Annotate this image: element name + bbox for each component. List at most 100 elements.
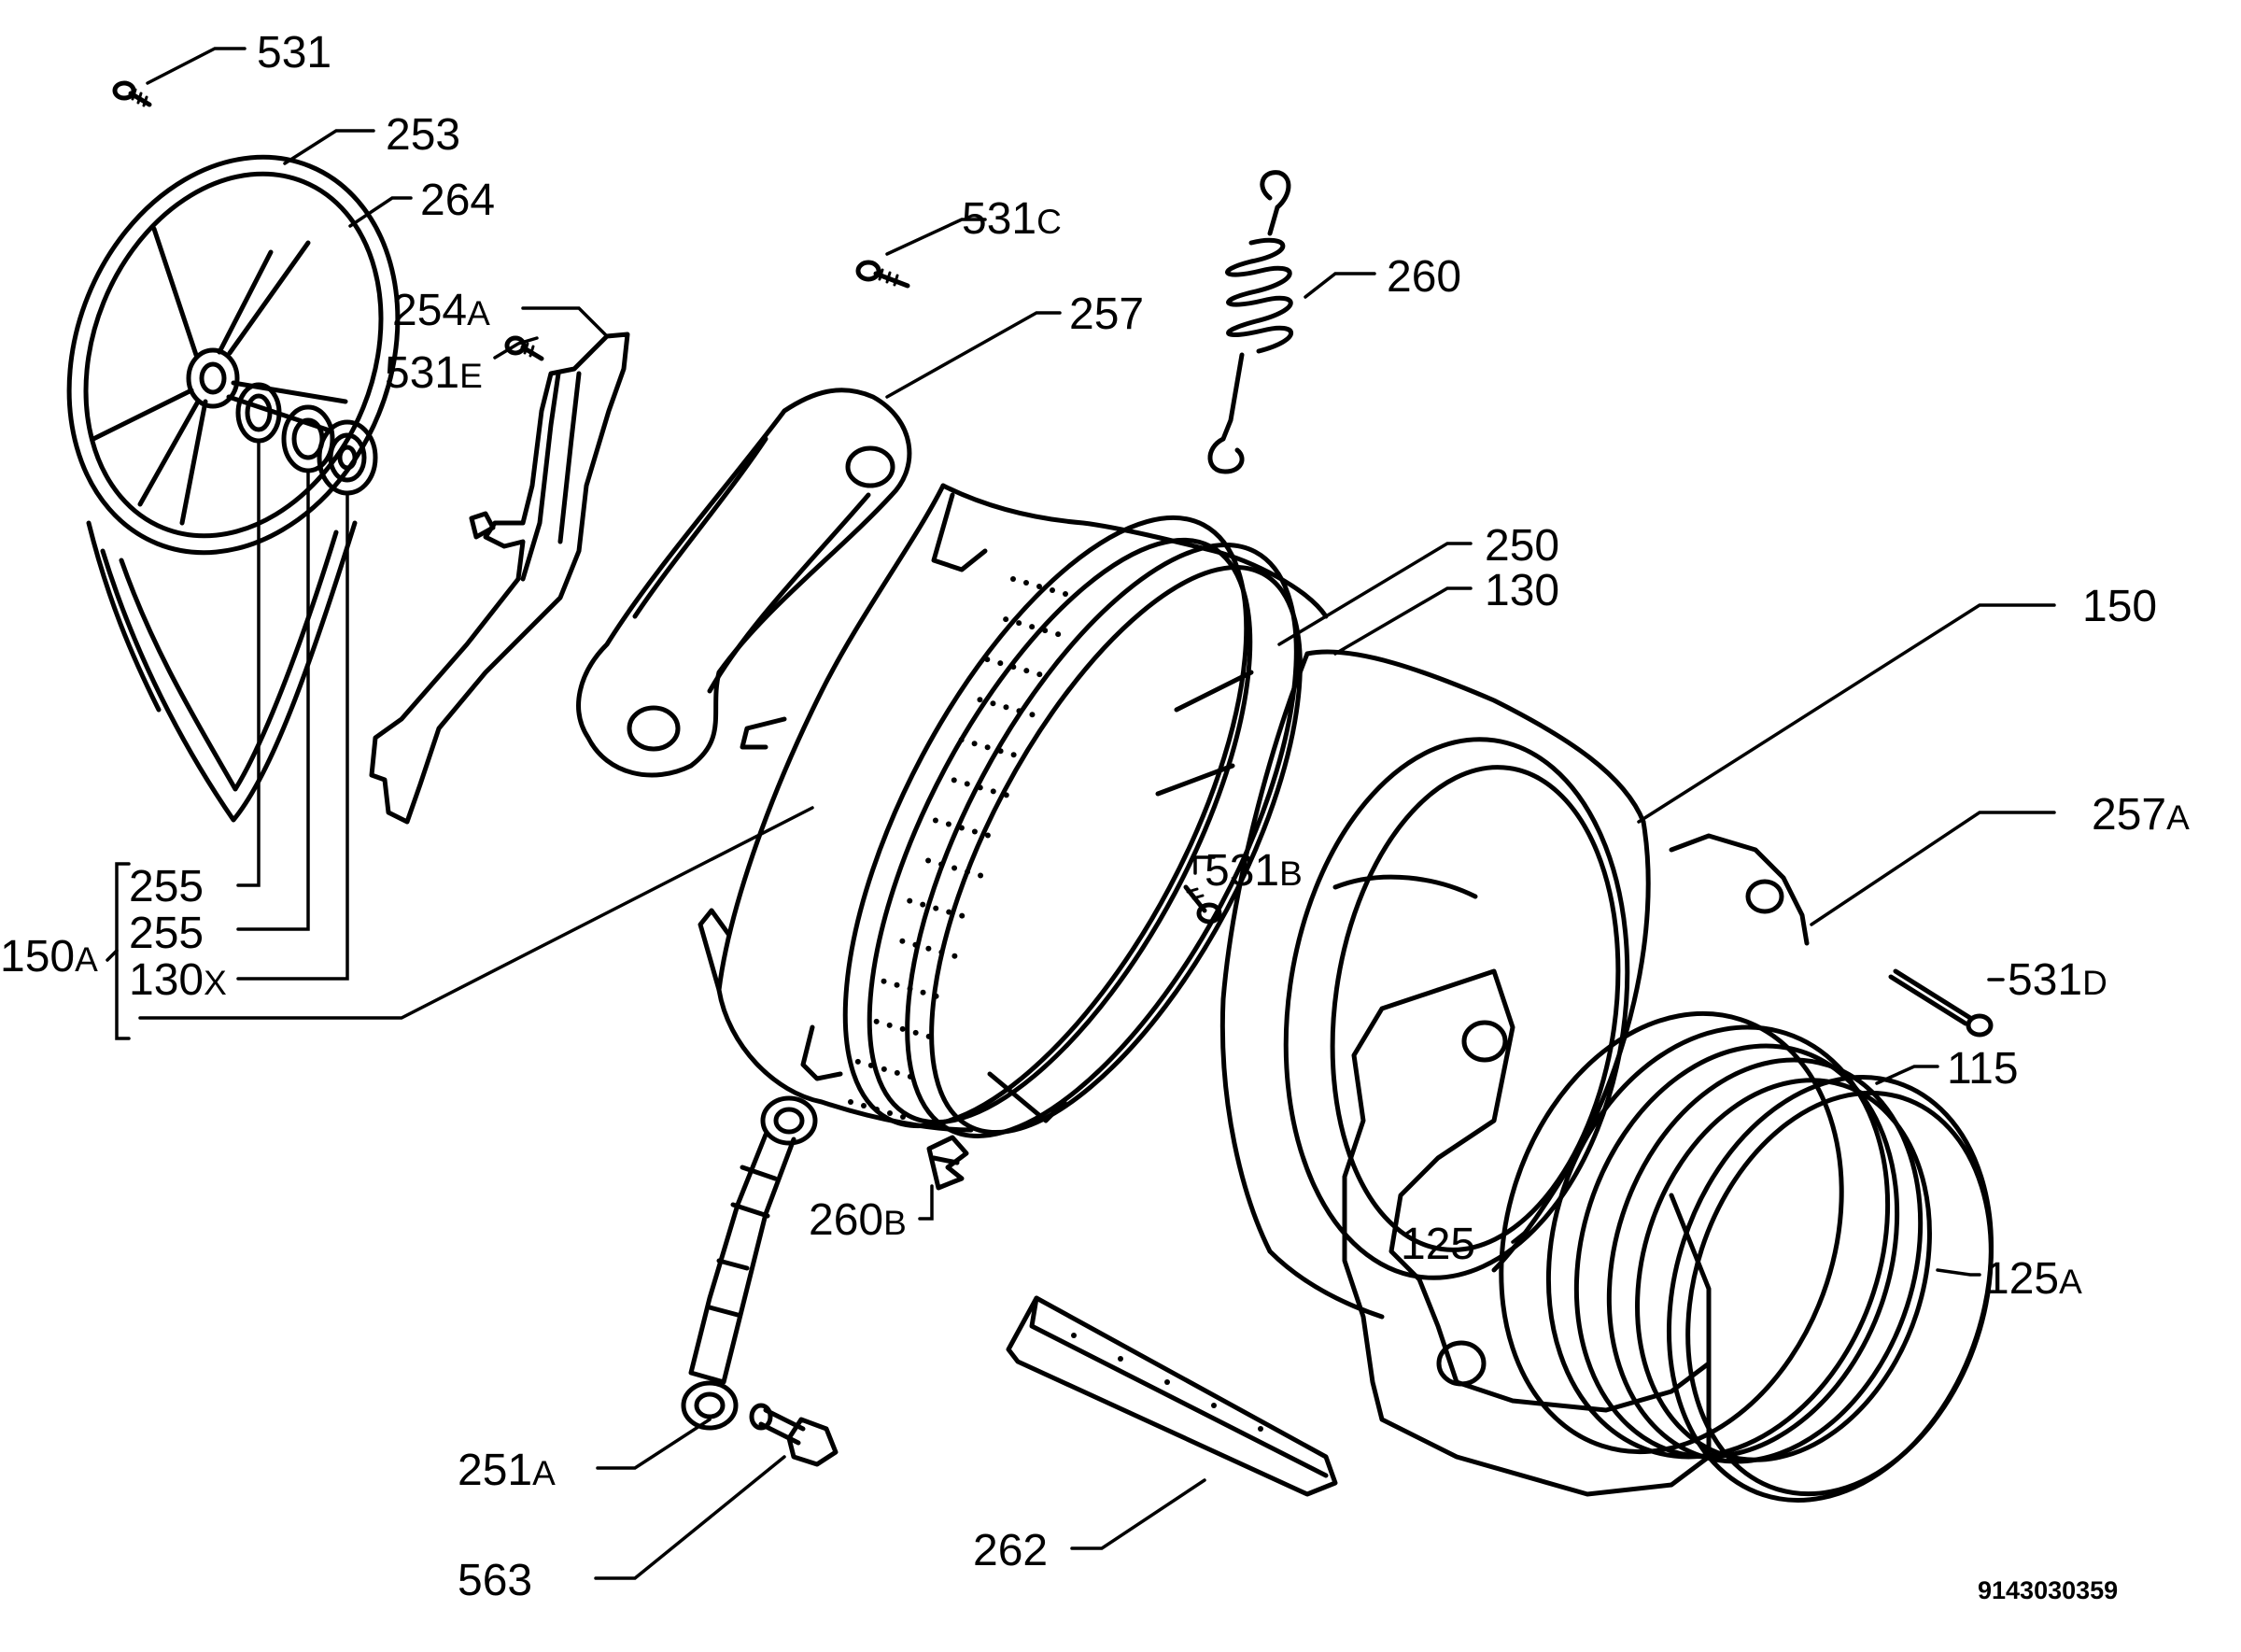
perforation-hole xyxy=(958,825,965,831)
label-260b: 260B xyxy=(809,1195,907,1245)
perforation-hole xyxy=(946,909,952,915)
label-255-seal: 255 xyxy=(129,862,204,911)
perforation-hole xyxy=(894,981,900,988)
perforation-hole xyxy=(848,1099,853,1105)
label-150a: 150A xyxy=(0,932,98,981)
label-531d: 531D xyxy=(2008,955,2107,1005)
perforation-hole xyxy=(984,657,991,663)
label-115: 115 xyxy=(1947,1044,2019,1094)
label-257: 257 xyxy=(1069,289,1144,339)
bracket-254a xyxy=(369,332,630,825)
perforation-hole xyxy=(1063,591,1068,597)
perforation-hole xyxy=(874,1107,880,1112)
label-125a: 125A xyxy=(1984,1254,2082,1304)
label-251a: 251A xyxy=(458,1446,556,1495)
label-257a: 257A xyxy=(2092,790,2190,840)
perforation-hole xyxy=(1010,664,1017,671)
label-255-bearing: 255 xyxy=(129,909,204,958)
label-531: 531 xyxy=(257,28,331,78)
perforation-hole xyxy=(984,744,991,751)
drawing-number: 9143030359 xyxy=(1978,1576,2118,1604)
shock-absorber-251a xyxy=(681,1095,818,1431)
perforation-hole xyxy=(951,865,958,871)
perforation-hole xyxy=(933,993,939,999)
perforation-hole xyxy=(912,1029,919,1036)
perforation-hole xyxy=(1050,587,1055,593)
perforation-hole xyxy=(925,945,932,952)
perforation-hole xyxy=(951,953,958,959)
perforation-hole xyxy=(938,861,945,868)
perforation-hole xyxy=(1016,620,1022,627)
perforation-hole xyxy=(997,748,1004,755)
counterweight-257 xyxy=(576,388,912,778)
door-seal-115 xyxy=(1545,1024,1932,1464)
perforation-hole xyxy=(873,1018,880,1024)
perforation-hole xyxy=(984,832,991,839)
perforation-hole xyxy=(1016,708,1022,714)
perforation-hole xyxy=(1003,704,1009,711)
label-531c: 531C xyxy=(962,194,1062,244)
perforation-hole xyxy=(951,777,957,784)
perforation-hole xyxy=(900,1114,906,1120)
perforation-hole xyxy=(932,817,938,824)
screw-531b xyxy=(1183,884,1222,925)
perforation-hole xyxy=(854,1058,861,1065)
perforation-hole xyxy=(977,784,983,791)
label-254a: 254A xyxy=(392,286,490,335)
label-563: 563 xyxy=(458,1556,532,1605)
perforation-hole xyxy=(978,872,984,879)
label-150: 150 xyxy=(2082,582,2157,631)
perforation-hole xyxy=(920,989,926,995)
perforation-hole xyxy=(971,741,978,747)
perforation-hole xyxy=(1029,712,1036,718)
perforation-hole xyxy=(1042,628,1049,634)
perforation-hole xyxy=(925,857,932,864)
seal-strip-262 xyxy=(1006,1295,1338,1497)
leader-lines xyxy=(106,47,2056,1580)
screw-531 xyxy=(112,80,152,107)
perforation-hole xyxy=(958,737,965,743)
perforation-hole xyxy=(959,912,965,919)
counterweight-257a xyxy=(1342,833,1810,1497)
spring-260 xyxy=(1207,170,1293,474)
perforation-hole xyxy=(977,697,983,703)
screw-531e xyxy=(504,335,544,361)
screw-531d xyxy=(1888,968,1994,1038)
perforation-hole xyxy=(1023,580,1029,586)
label-130x: 130X xyxy=(129,955,227,1005)
perforation-hole xyxy=(907,1073,913,1080)
perforation-hole xyxy=(1055,631,1062,638)
perforation-hole xyxy=(1036,584,1042,589)
perforation-hole xyxy=(1003,792,1009,798)
perforation-hole xyxy=(971,828,978,835)
bolt-563 xyxy=(749,1403,839,1467)
perforation-hole xyxy=(907,985,913,992)
part-labels: 531 253 264 531C 260 254A 531E 257 250 1… xyxy=(0,28,2190,1605)
perforation-hole xyxy=(912,941,919,948)
perforation-hole xyxy=(964,781,970,787)
perforation-hole xyxy=(886,1022,893,1028)
perforation-hole xyxy=(894,1069,900,1076)
perforation-hole xyxy=(920,901,926,908)
perforation-hole xyxy=(861,1103,867,1108)
perforation-hole xyxy=(887,1110,893,1116)
label-262: 262 xyxy=(973,1526,1048,1575)
perforation-hole xyxy=(925,1033,932,1039)
screw-531c xyxy=(855,260,910,289)
perforation-hole xyxy=(945,821,951,827)
perforation-hole xyxy=(1029,624,1036,630)
label-531b: 531B xyxy=(1205,846,1303,896)
label-250: 250 xyxy=(1485,521,1559,571)
perforation-hole xyxy=(938,949,945,955)
perforation-hole xyxy=(881,978,887,984)
label-264: 264 xyxy=(420,176,495,225)
perforation-hole xyxy=(907,897,913,904)
perforation-hole xyxy=(1003,616,1009,623)
clamp-125 xyxy=(1499,1010,1844,1455)
label-260: 260 xyxy=(1387,252,1461,302)
label-130: 130 xyxy=(1485,566,1559,615)
label-531e: 531E xyxy=(385,348,483,398)
clip-260b xyxy=(926,1135,969,1191)
drum-130 xyxy=(842,515,1303,1138)
